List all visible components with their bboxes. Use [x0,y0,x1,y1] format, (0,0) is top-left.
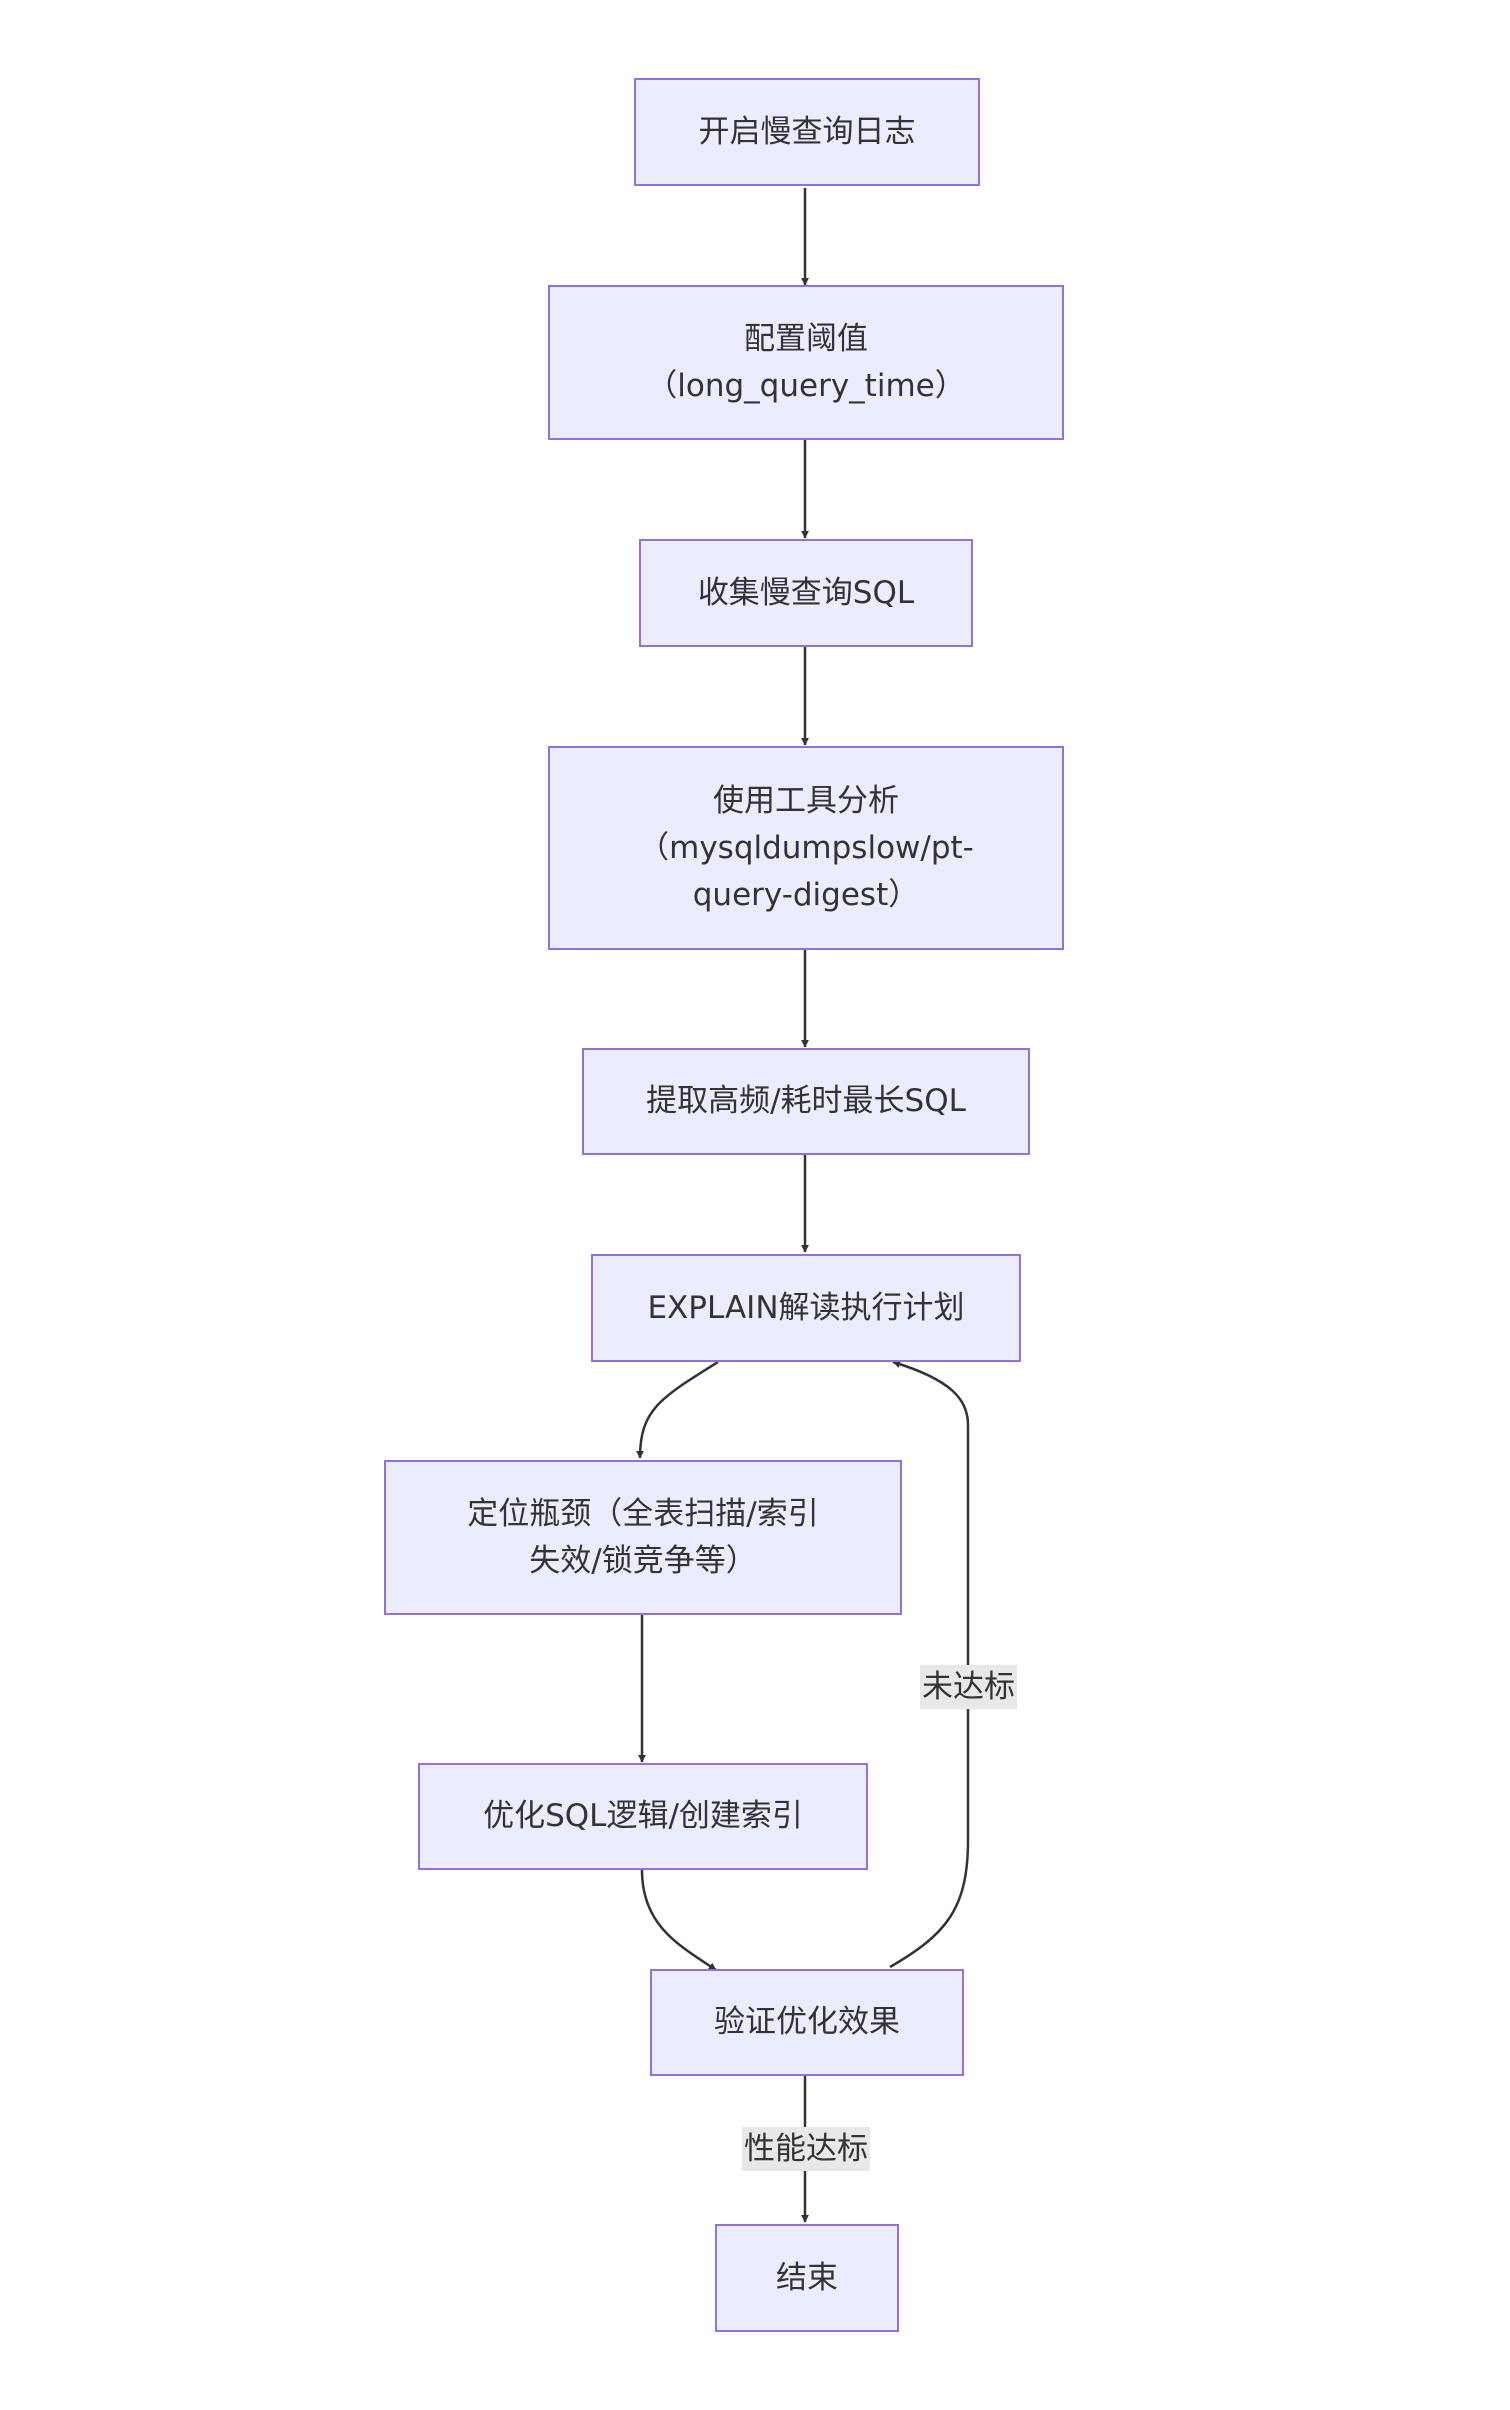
node-locate-bottleneck-text: 定位瓶颈（全表扫描/索引失效/锁竞争等） [467,1491,818,1585]
node-extract-sql: 提取高频/耗时最长SQL [582,1048,1030,1155]
node-end: 结束 [715,2224,899,2332]
node-enable-slow-log-text: 开启慢查询日志 [699,109,916,156]
node-verify-effect-text: 验证优化效果 [714,1999,900,2046]
node-text-line: 配置阈值 [744,320,868,357]
node-text-line: （mysqldumpslow/pt- [638,829,974,866]
edge-optimize-to-verify [640,1869,717,1972]
node-extract-sql-text: 提取高频/耗时最长SQL [646,1078,966,1125]
node-config-threshold: 配置阈值 （long_query_time） [548,285,1064,440]
node-text-line: 失效/锁竞争等） [529,1542,757,1579]
node-text-line: 使用工具分析 [712,782,899,819]
node-text-line: 收集慢查询SQL [697,574,915,611]
node-explain-plan: EXPLAIN解读执行计划 [591,1254,1021,1362]
node-collect-slow-sql-text: 收集慢查询SQL [698,570,914,617]
node-text-line: 验证优化效果 [714,2004,900,2040]
edge-label-performance-met: 性能达标 [742,2127,870,2171]
node-text-line: 提取高频/耗时最长SQL [646,1083,966,1119]
node-locate-bottleneck: 定位瓶颈（全表扫描/索引失效/锁竞争等） [384,1460,902,1615]
node-config-threshold-text: 配置阈值 （long_query_time） [646,316,965,410]
node-optimize-sql-text: 优化SQL逻辑/创建索引 [483,1793,803,1840]
node-analyze-tools: 使用工具分析 （mysqldumpslow/pt-query-digest） [548,746,1064,950]
node-text-line: 定位瓶颈（全表扫描/索引 [467,1495,819,1532]
node-end-text: 结束 [776,2255,838,2302]
node-collect-slow-sql: 收集慢查询SQL [639,539,973,647]
edge-verify-to-explain [889,1360,970,1969]
node-verify-effect: 验证优化效果 [650,1969,964,2076]
node-enable-slow-log: 开启慢查询日志 [634,78,980,186]
node-text-line: EXPLAIN解读执行计划 [647,1289,965,1326]
edge-label-not-met: 未达标 [920,1665,1017,1709]
node-optimize-sql: 优化SQL逻辑/创建索引 [418,1763,868,1870]
node-analyze-tools-text: 使用工具分析 （mysqldumpslow/pt-query-digest） [638,778,974,919]
node-text-line: 优化SQL逻辑/创建索引 [483,1798,803,1834]
node-text-line: 开启慢查询日志 [698,113,916,150]
node-text-line: （long_query_time） [646,367,966,404]
node-text-line: query-digest） [692,876,920,913]
node-text-line: 结束 [776,2259,838,2296]
node-explain-plan-text: EXPLAIN解读执行计划 [647,1285,964,1332]
edge-explain-to-locate [636,1360,719,1459]
